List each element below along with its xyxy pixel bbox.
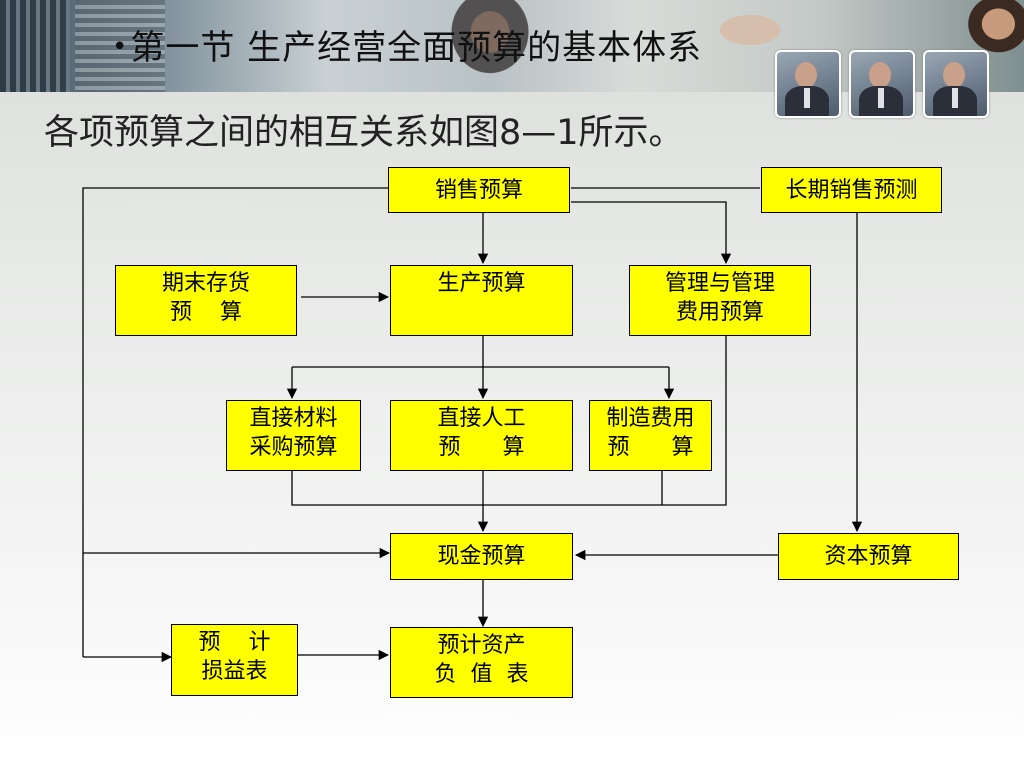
node-ending-inventory-budget: 期末存货 预 算 xyxy=(115,265,297,336)
node-sales-budget: 销售预算 xyxy=(388,167,570,213)
node-admin-expense-budget: 管理与管理 费用预算 xyxy=(629,265,811,336)
node-production-budget: 生产预算 xyxy=(390,265,573,336)
arrow-sales-to-admin xyxy=(571,201,732,265)
bullet-icon: • xyxy=(112,32,129,62)
hand-photo xyxy=(690,0,810,50)
node-projected-income-statement: 预 计 损益表 xyxy=(171,624,298,696)
businessman-photo xyxy=(775,50,841,118)
slide-title-text: 第一节 生产经营全面预算的基本体系 xyxy=(130,28,703,68)
connector-materials-down xyxy=(291,336,727,506)
node-manufacturing-overhead-budget: 制造费用 预 算 xyxy=(589,400,712,471)
slide-title: •第一节 生产经营全面预算的基本体系 xyxy=(112,20,702,69)
node-direct-materials-budget: 直接材料 采购预算 xyxy=(226,400,361,471)
node-projected-balance-sheet: 预计资产 负 值 表 xyxy=(390,627,573,698)
connector-sales-left xyxy=(82,187,388,657)
businesswoman-photo xyxy=(445,0,535,80)
node-capital-budget: 资本预算 xyxy=(778,533,959,580)
businessman-photo xyxy=(923,50,989,118)
node-direct-labor-budget: 直接人工 预 算 xyxy=(390,400,573,471)
slide-subtitle: 各项预算之间的相互关系如图8—1所示。 xyxy=(44,113,684,153)
node-long-term-sales-forecast: 长期销售预测 xyxy=(761,167,942,213)
node-cash-budget: 现金预算 xyxy=(390,533,573,580)
building-photo xyxy=(0,0,70,92)
header-banner xyxy=(0,0,1024,92)
building-photo xyxy=(75,0,165,92)
businessman-photo xyxy=(849,50,915,118)
